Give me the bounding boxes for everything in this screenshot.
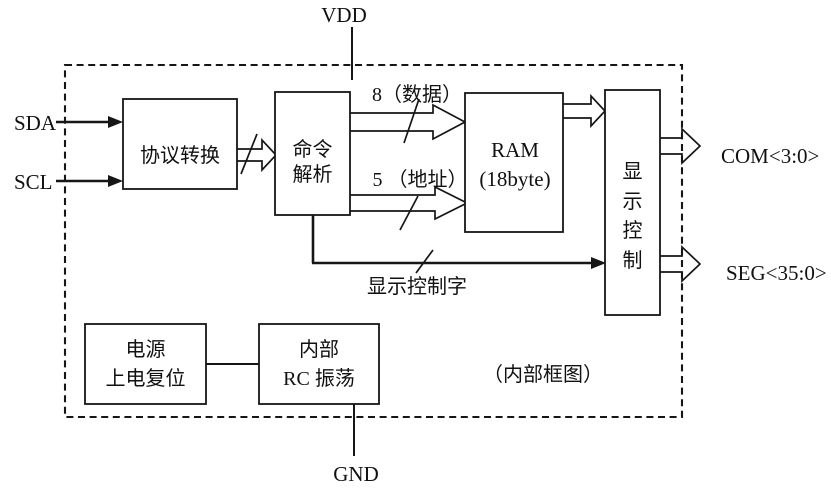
diagram-caption: （内部框图） <box>483 363 603 386</box>
vdd-pin-label: VDD <box>321 3 367 27</box>
ram-block: RAM (18byte) <box>464 92 564 233</box>
sda-pin-label: SDA <box>14 111 57 135</box>
scl-arrowhead <box>108 175 123 187</box>
seg-output-arrow: SEG<35:0> <box>660 245 827 285</box>
power-on-reset-block: 电源 上电复位 <box>84 323 207 405</box>
data-bus-slash <box>403 98 420 144</box>
command-parse-label-line2: 解析 <box>293 163 333 186</box>
power-on-reset-box <box>84 323 207 405</box>
com-output-label: COM<3:0> <box>721 144 819 168</box>
scl-arrow <box>56 175 123 187</box>
scl-pin-label: SCL <box>14 170 53 194</box>
power-on-reset-label-line2: 上电复位 <box>106 367 186 390</box>
protocol-conversion-box <box>122 98 238 190</box>
ram-to-display-bus-arrow <box>563 93 607 129</box>
com-output-arrow: COM<3:0> <box>660 127 819 168</box>
display-control-block: 显 示 控 制 <box>604 89 661 316</box>
protocol-to-command-bus-slash <box>240 133 258 175</box>
data-bus-arrow: 8（数据） <box>350 83 467 144</box>
ram-box <box>464 92 564 233</box>
seg-output-label: SEG<35:0> <box>726 261 827 285</box>
command-parse-label-line1: 命令 <box>293 138 333 161</box>
display-control-char3: 控 <box>623 219 643 242</box>
rc-oscillator-block: 内部 RC 振荡 <box>258 323 380 405</box>
ram-label-line2: (18byte) <box>479 167 550 191</box>
control-word-arrow: 显示控制字 <box>311 215 606 298</box>
rc-oscillator-label-line2: RC 振荡 <box>283 367 355 390</box>
data-bus-label: 8（数据） <box>372 83 462 106</box>
power-on-reset-label-line1: 电源 <box>126 338 166 361</box>
protocol-to-command-bus-shape <box>237 137 278 173</box>
rc-oscillator-label-line1: 内部 <box>299 338 339 361</box>
command-parse-block: 命令 解析 <box>274 91 351 216</box>
display-control-char4: 制 <box>623 249 643 272</box>
address-bus-arrow: 5 （地址） <box>350 168 469 231</box>
gnd-pin-label: GND <box>333 462 379 486</box>
sda-arrow <box>56 116 123 128</box>
seg-output-arrow-shape <box>660 245 702 283</box>
com-output-arrow-shape <box>660 127 702 165</box>
address-bus-slash <box>399 195 419 231</box>
chip-boundary-dashed-box <box>63 63 684 419</box>
sda-arrowhead <box>108 116 123 128</box>
display-control-box <box>604 89 661 316</box>
control-word-arrowhead <box>591 257 606 269</box>
ram-label-line1: RAM <box>491 138 539 162</box>
display-control-char2: 示 <box>623 191 643 213</box>
display-control-char1: 显 <box>623 161 643 183</box>
protocol-conversion-label: 协议转换 <box>140 144 220 167</box>
address-bus-label: 5 （地址） <box>373 168 468 191</box>
control-word-slash <box>415 249 434 274</box>
protocol-to-command-bus-arrow <box>237 133 278 175</box>
protocol-conversion-block: 协议转换 <box>122 98 238 190</box>
ram-to-display-bus-shape <box>563 93 607 129</box>
control-word-label: 显示控制字 <box>367 275 467 298</box>
rc-oscillator-box <box>258 323 380 405</box>
